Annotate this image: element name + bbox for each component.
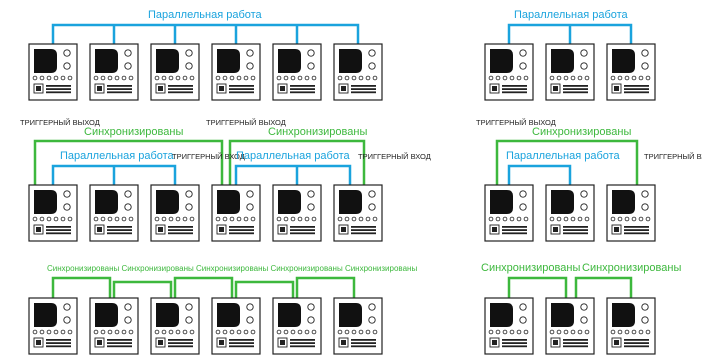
power-supply-unit-icon [545, 43, 595, 101]
power-supply-unit-icon [333, 184, 383, 242]
power-supply-unit-icon [484, 184, 534, 242]
synced-label-r3-right-b: Синхронизированы [582, 262, 682, 274]
trigger-in-label-c: ТРИГГЕРНЫЙ ВХОД [644, 152, 702, 161]
power-supply-unit-icon [545, 297, 595, 355]
parallel-label-r1-left: Параллельная работа [148, 9, 262, 21]
power-supply-unit-icon [28, 184, 78, 242]
power-supply-unit-icon [484, 297, 534, 355]
power-supply-unit-icon [333, 43, 383, 101]
power-supply-unit-icon [28, 297, 78, 355]
sync-chain-r3-left [112, 280, 173, 298]
parallel-bus-r2-left-b [234, 164, 352, 185]
power-supply-unit-icon [150, 184, 200, 242]
power-supply-unit-icon [333, 297, 383, 355]
synced-label-r2-left-b: Синхронизированы [268, 126, 368, 138]
power-supply-unit-icon [211, 297, 261, 355]
parallel-bus-r2-right [507, 164, 572, 185]
power-supply-unit-icon [606, 184, 656, 242]
power-supply-unit-icon [272, 184, 322, 242]
trigger-out-label-c: ТРИГГЕРНЫЙ ВЫХОД [476, 118, 556, 127]
power-supply-unit-icon [89, 43, 139, 101]
parallel-label-r2-right: Параллельная работа [506, 150, 620, 162]
parallel-label-r2-left-a: Параллельная работа [60, 150, 174, 162]
synced-label-r2-right: Синхронизированы [532, 126, 632, 138]
power-supply-unit-icon [28, 43, 78, 101]
power-supply-unit-icon [89, 297, 139, 355]
parallel-label-r1-right: Параллельная работа [514, 9, 628, 21]
power-supply-unit-icon [211, 184, 261, 242]
power-supply-unit-icon [606, 297, 656, 355]
parallel-label-r2-left-b: Параллельная работа [236, 150, 350, 162]
sync-link-r2-left-a [33, 139, 224, 185]
power-supply-unit-icon [272, 43, 322, 101]
synced-label-r3-right-a: Синхронизированы [481, 262, 581, 274]
power-supply-unit-icon [272, 297, 322, 355]
synced-row-label-left: Синхронизированы Синхронизированы Синхро… [47, 264, 418, 273]
trigger-out-label-b: ТРИГГЕРНЫЙ ВЫХОД [206, 118, 286, 127]
sync-chain-r3-left [295, 276, 356, 298]
sync-chain-r3-right-b [574, 276, 633, 298]
power-supply-unit-icon [150, 43, 200, 101]
power-supply-unit-icon [150, 297, 200, 355]
power-supply-unit-icon [606, 43, 656, 101]
power-supply-unit-icon [545, 184, 595, 242]
trigger-out-label-a: ТРИГГЕРНЫЙ ВЫХОД [20, 118, 100, 127]
parallel-bus-r1-left [51, 23, 360, 44]
sync-link-r2-left-b [228, 139, 366, 185]
synced-label-r2-left-a: Синхронизированы [84, 126, 184, 138]
sync-chain-r3-left [234, 280, 295, 298]
sync-chain-r3-left [173, 276, 234, 298]
power-supply-unit-icon [89, 184, 139, 242]
power-supply-unit-icon [484, 43, 534, 101]
sync-chain-r3-right-a [507, 276, 568, 298]
trigger-in-label-a: ТРИГГЕРНЫЙ ВХОД [172, 152, 245, 161]
trigger-in-label-b: ТРИГГЕРНЫЙ ВХОД [358, 152, 431, 161]
power-supply-unit-icon [211, 43, 261, 101]
sync-link-r2-right [495, 139, 639, 185]
sync-chain-r3-left [51, 276, 112, 298]
